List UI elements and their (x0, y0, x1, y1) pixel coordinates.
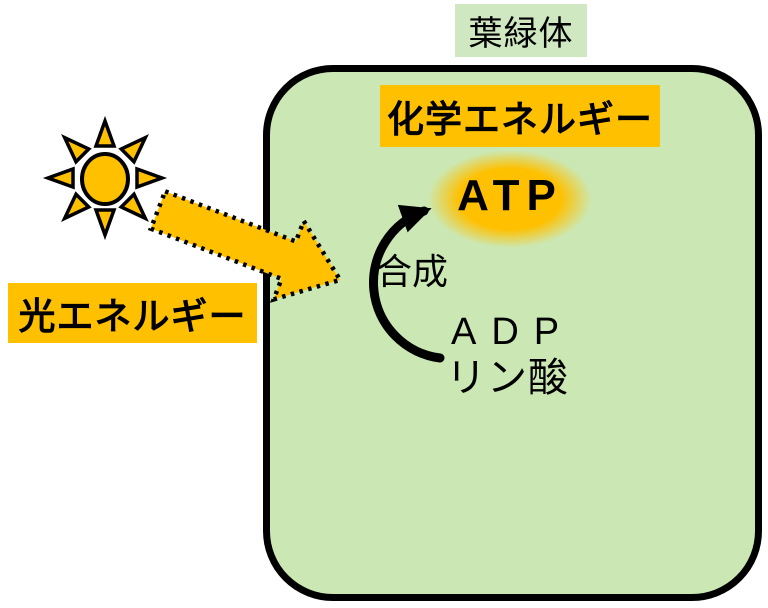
phosphate-label: リン酸 (446, 356, 569, 400)
light-energy-arrow-icon (147, 188, 344, 303)
sun-rays (42, 115, 168, 241)
light-energy-arrow-shape (147, 188, 344, 303)
chloroplast-title: 葉緑体 (455, 4, 587, 57)
sun-icon (42, 115, 168, 241)
sun-core (80, 152, 130, 206)
atp-glow (428, 150, 592, 248)
chemical-energy-label: 化学エネルギー (380, 85, 660, 147)
atp-label: ATP (457, 171, 563, 220)
synthesis-arc-path (369, 204, 445, 363)
light-energy-label: 光エネルギー (8, 283, 257, 343)
synthesis-label: 合成 (376, 251, 449, 292)
adp-label: ADP (451, 311, 575, 353)
